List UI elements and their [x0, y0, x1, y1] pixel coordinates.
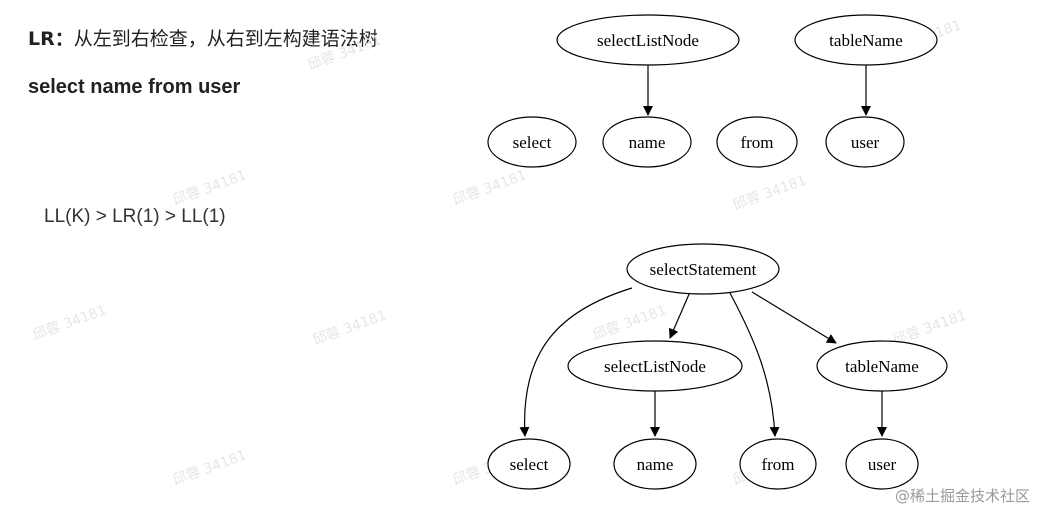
node-user: user — [825, 116, 905, 168]
watermark: 邱蓉 34181 — [171, 167, 249, 208]
node-selectlistnode: selectListNode — [556, 14, 740, 66]
node-label: name — [637, 455, 674, 474]
node-tablename: tableName — [816, 340, 948, 392]
edge-root-select — [519, 287, 633, 437]
watermark: 邱蓉 34181 — [451, 167, 529, 208]
node-from: from — [739, 438, 817, 490]
watermarks: 邱蓉 34181 邱蓉 34181 邱蓉 34181 邱蓉 34181 邱蓉 3… — [31, 17, 969, 488]
node-label: select — [510, 455, 549, 474]
node-label: selectStatement — [650, 260, 757, 279]
node-tablename: tableName — [794, 14, 938, 66]
node-label: user — [868, 455, 897, 474]
node-selectstatement: selectStatement — [626, 243, 780, 295]
watermark: 邱蓉 34181 — [31, 302, 109, 343]
node-selectlistnode: selectListNode — [567, 340, 743, 392]
partial-parse-tree: selectListNode tableName select name fro… — [487, 14, 938, 168]
watermark: 邱蓉 34181 — [171, 447, 249, 488]
watermark: 邱蓉 34181 — [306, 32, 384, 73]
parser-order: LL(K) > LR(1) > LL(1) — [44, 206, 226, 227]
node-label: selectListNode — [604, 357, 706, 376]
watermark: 邱蓉 34181 — [731, 172, 809, 213]
edge-root-from — [729, 292, 780, 437]
node-label: select — [513, 133, 552, 152]
watermark: 邱蓉 34181 — [591, 302, 669, 343]
node-name: name — [613, 438, 697, 490]
heading-lr-label: LR： — [28, 28, 74, 50]
footer-credit: @稀土掘金技术社区 — [894, 487, 1030, 505]
edge-root-tablename — [751, 291, 837, 344]
node-label: from — [761, 455, 794, 474]
node-user: user — [845, 438, 919, 490]
node-select: select — [487, 116, 577, 168]
node-label: user — [851, 133, 880, 152]
node-select: select — [487, 438, 571, 490]
node-from: from — [716, 116, 798, 168]
heading-description: 从左到右检查，从右到左构建语法树 — [73, 28, 378, 50]
node-label: from — [740, 133, 773, 152]
node-name: name — [602, 116, 692, 168]
sql-query: select name from user — [28, 76, 241, 98]
full-parse-tree: selectStatement selectListNode tableName… — [487, 243, 948, 490]
watermark: 邱蓉 34181 — [311, 307, 389, 348]
node-label: selectListNode — [597, 31, 699, 50]
node-label: tableName — [845, 357, 919, 376]
heading: LR：从左到右检查，从右到左构建语法树 — [28, 24, 378, 51]
node-label: name — [629, 133, 666, 152]
edge-root-selectlistnode — [669, 291, 691, 339]
node-label: tableName — [829, 31, 903, 50]
